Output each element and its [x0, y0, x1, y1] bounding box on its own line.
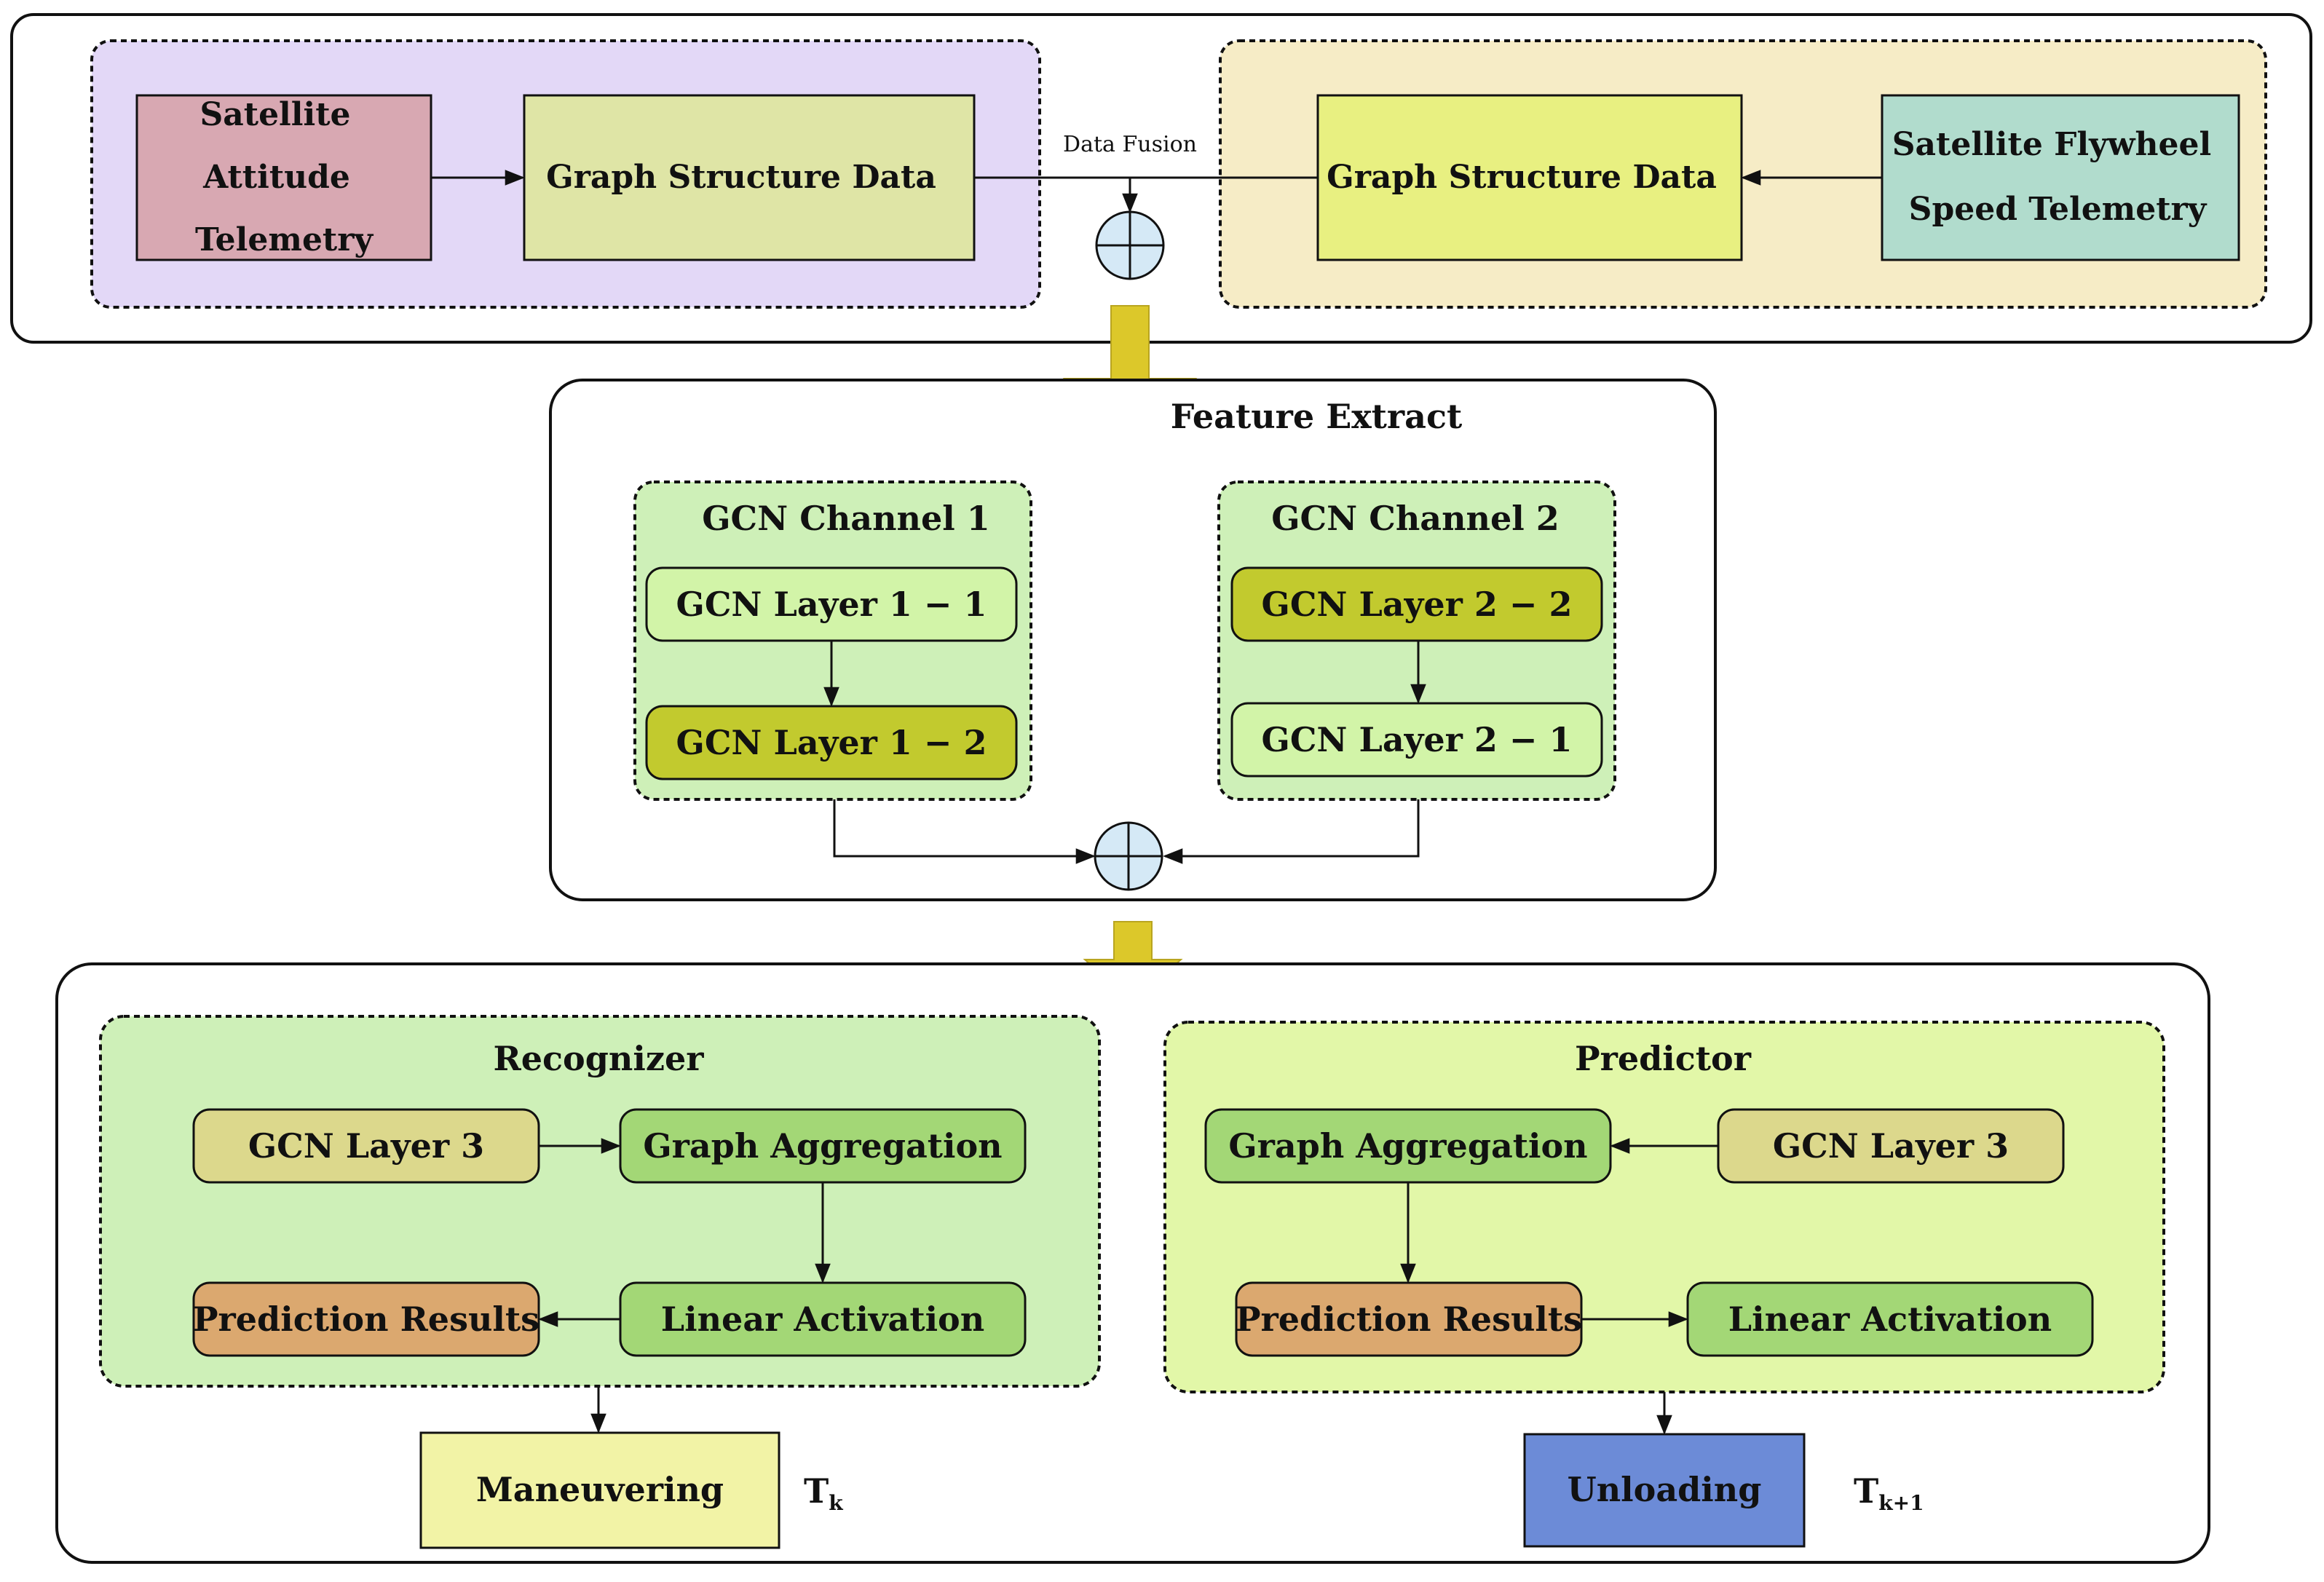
fusion-sum-icon — [1095, 210, 1165, 280]
attitude-telemetry-box — [135, 94, 432, 261]
unloading-box — [1523, 1433, 1806, 1548]
recognizer-linear-activation-label: Linear Activation — [661, 1300, 984, 1339]
gcn-layer-1-2-label: GCN Layer 1 − 2 — [676, 723, 987, 762]
graph-structure-left-box — [523, 94, 976, 261]
recognizer-gcn-layer-3-label: GCN Layer 3 — [248, 1126, 484, 1166]
recognizer-prediction-results-label: Prediction Results — [193, 1300, 540, 1339]
attitude-telemetry-line2: Attitude — [202, 159, 350, 196]
predictor-linear-activation-label: Linear Activation — [1728, 1300, 2052, 1339]
flywheel-telemetry-box — [1881, 94, 2240, 261]
unloading-label: Unloading — [1568, 1470, 1762, 1509]
time-tk-label: Tk — [804, 1471, 843, 1515]
gcn-layer-1-1-label: GCN Layer 1 − 1 — [676, 585, 987, 624]
flywheel-telemetry-line2: Speed Telemetry — [1909, 191, 2208, 228]
recognizer-graph-aggregation-label: Graph Aggregation — [643, 1126, 1002, 1166]
gcn-layer-2-2 — [1230, 566, 1603, 642]
flywheel-telemetry-line1: Satellite Flywheel — [1892, 126, 2211, 163]
maneuvering-label: Maneuvering — [476, 1470, 724, 1509]
gcn-layer-2-2-label: GCN Layer 2 − 2 — [1262, 585, 1573, 624]
recognizer-title: Recognizer — [494, 1039, 705, 1078]
predictor-graph-aggregation-label: Graph Aggregation — [1228, 1126, 1587, 1166]
channel-2-to-sum — [1163, 799, 1420, 864]
maneuvering-box — [419, 1431, 780, 1549]
graph-structure-left-label: Graph Structure Data — [546, 159, 936, 196]
attitude-telemetry-line1: Satellite — [199, 96, 350, 133]
channel-1-to-sum — [833, 799, 1096, 864]
graph-structure-right-box — [1316, 94, 1743, 261]
gcn-channel-2-title: GCN Channel 2 — [1271, 499, 1559, 538]
gcn-channel-1-title: GCN Channel 1 — [702, 499, 989, 538]
graph-structure-right-label: Graph Structure Data — [1327, 159, 1717, 196]
predictor-title: Predictor — [1575, 1039, 1752, 1078]
data-fusion-label: Data Fusion — [1063, 132, 1197, 157]
attitude-telemetry-line3: Telemetry — [195, 221, 374, 258]
predictor-prediction-results-label: Prediction Results — [1236, 1300, 1582, 1339]
feature-extract-title: Feature Extract — [1171, 397, 1463, 436]
gcn-layer-2-1-label: GCN Layer 2 − 1 — [1262, 720, 1573, 759]
time-tk1-label: Tk+1 — [1854, 1471, 1924, 1515]
predictor-gcn-layer-3-label: GCN Layer 3 — [1773, 1126, 2009, 1166]
feature-sum-icon — [1094, 821, 1163, 891]
